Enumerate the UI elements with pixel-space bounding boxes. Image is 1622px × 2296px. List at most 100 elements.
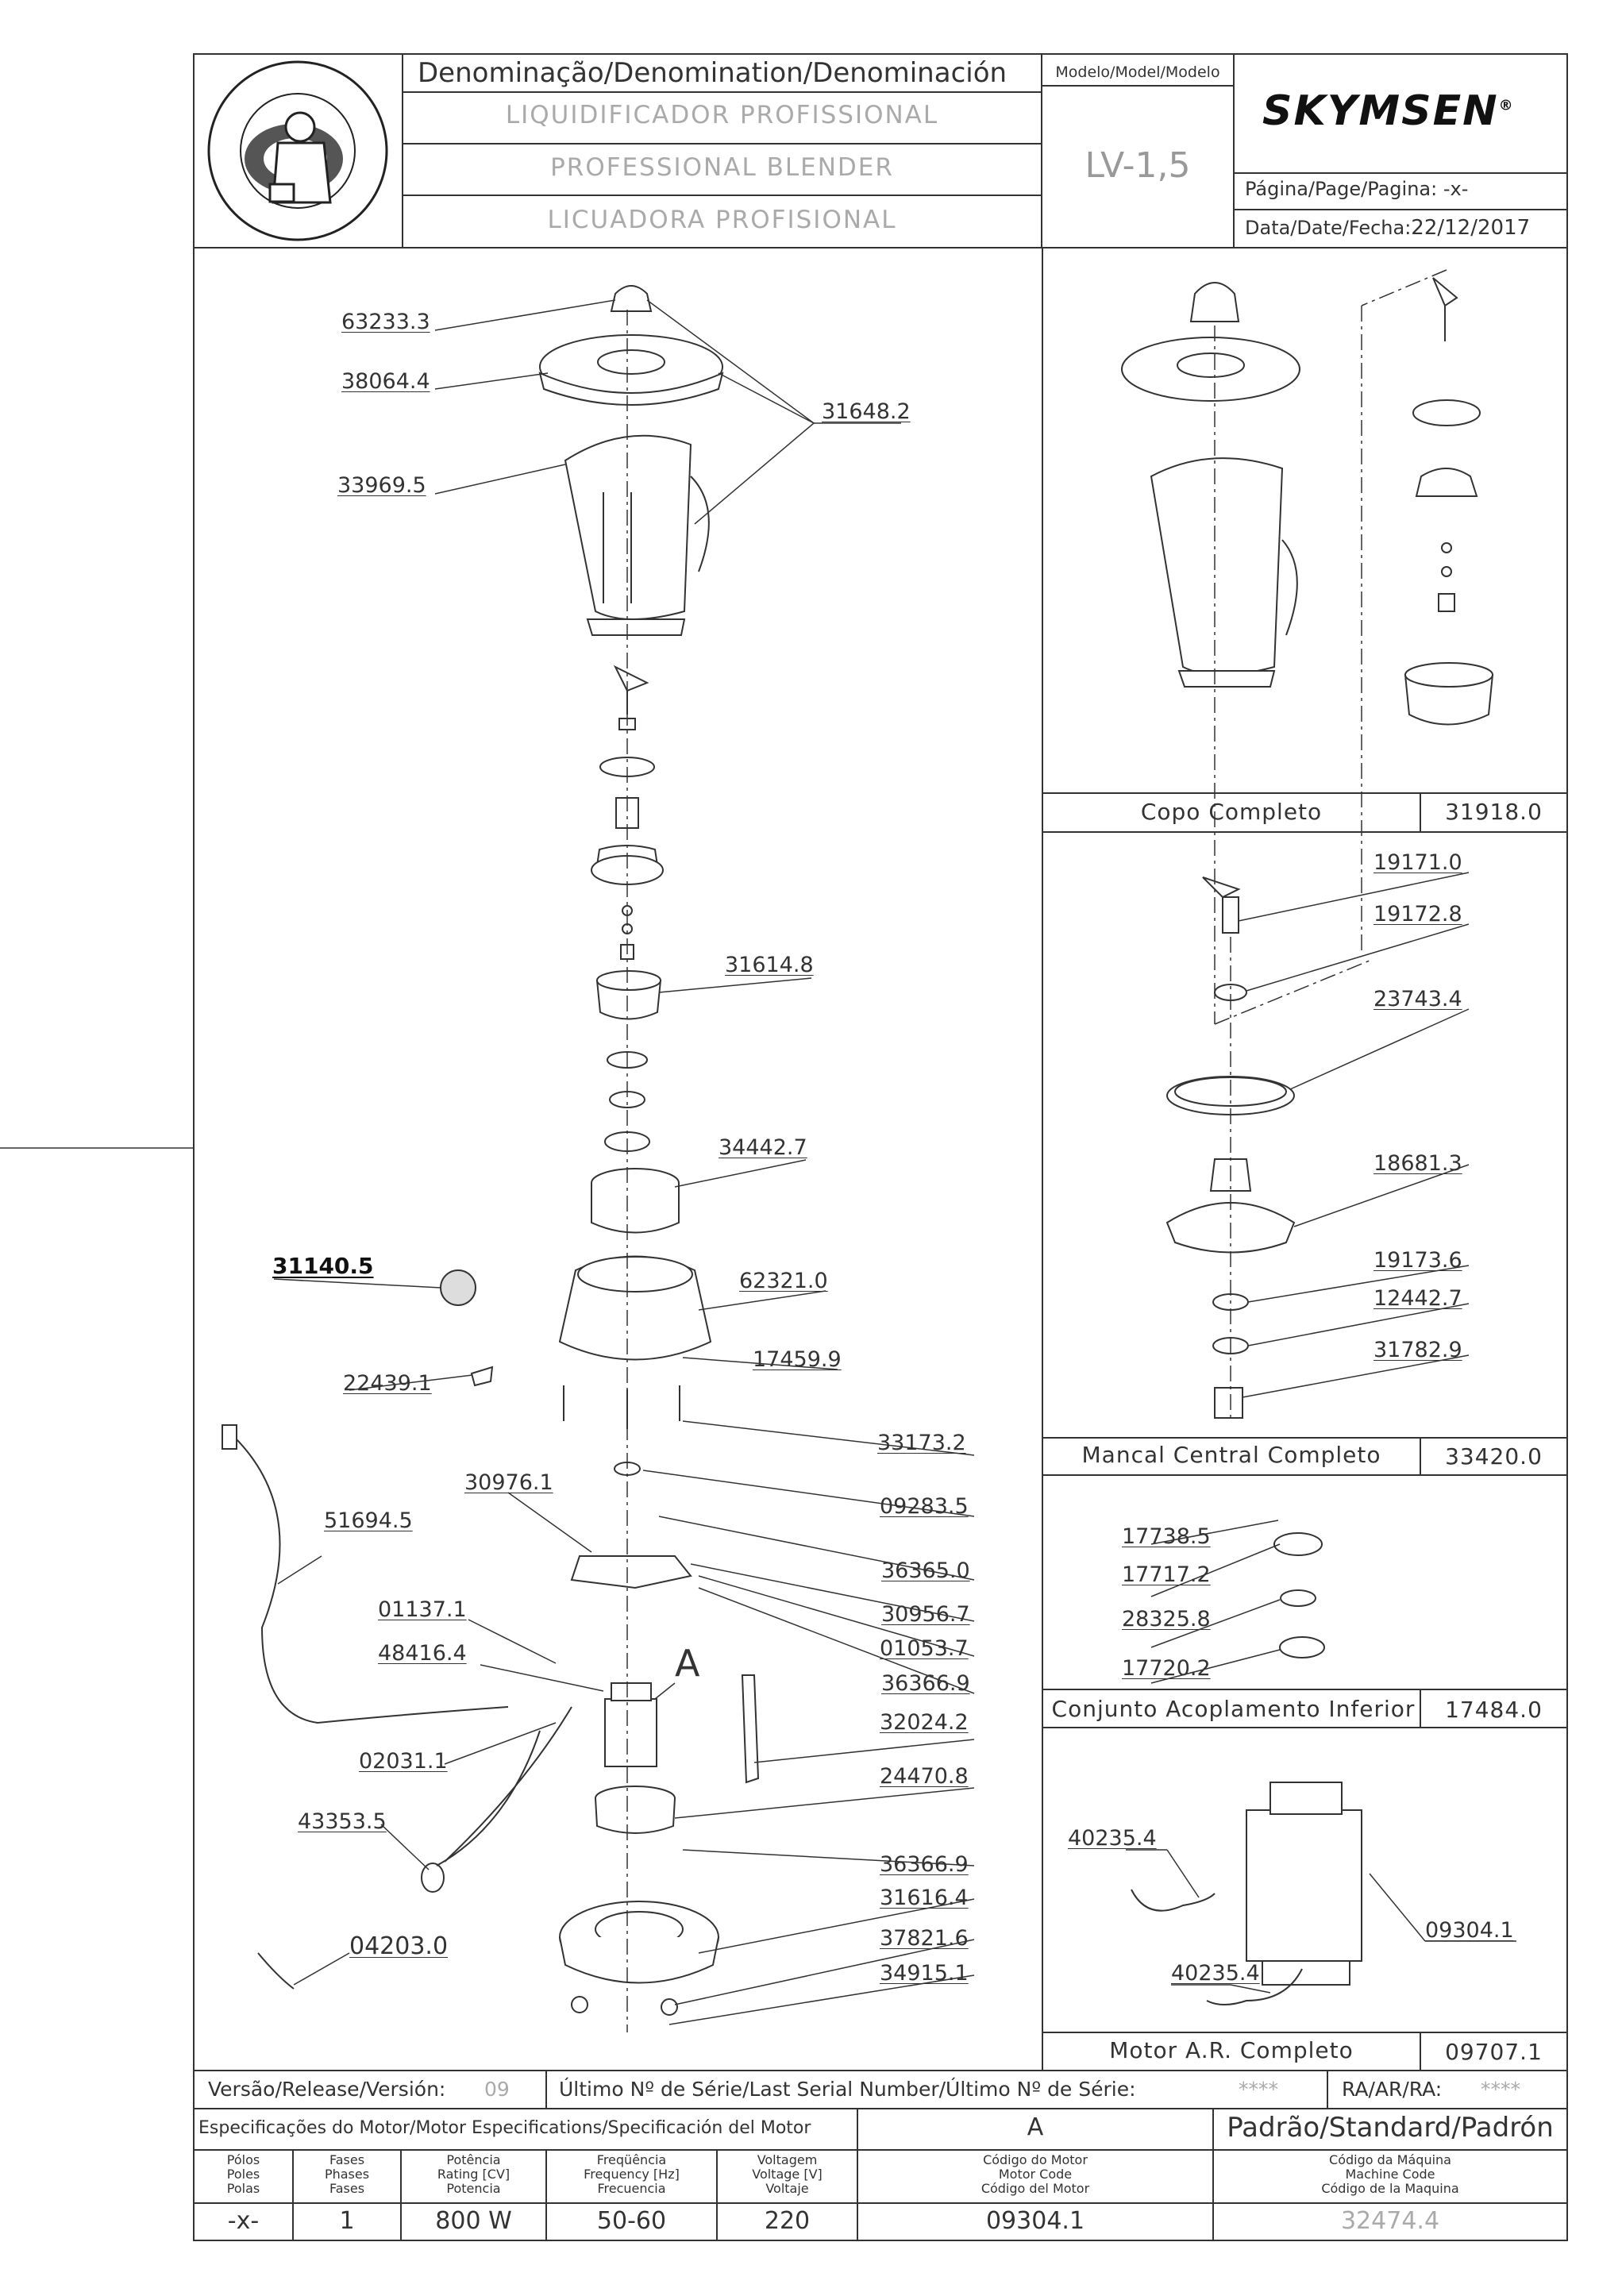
part-label: 28325.8 [1122, 1607, 1211, 1631]
assembly-code: 09707.1 [1445, 2039, 1543, 2065]
standard-label: Padrão/Standard/Padrón [1227, 2112, 1554, 2144]
spec-header-line: Código del Motor [981, 2181, 1090, 2196]
version-value: 09 [484, 2078, 510, 2101]
part-label: 38064.4 [341, 369, 430, 394]
name-portuguese: LIQUIDIFICADOR PROFISSIONAL [505, 101, 939, 129]
spec-header-line: Freqüência [596, 2152, 667, 2167]
spec-header-line: Motor Code [998, 2167, 1073, 2182]
center-axes [626, 269, 1447, 2032]
spec-header-line: Potencia [446, 2181, 501, 2196]
spec-value-phases: 1 [339, 2207, 355, 2235]
spec-header-line: Polas [226, 2181, 260, 2196]
part-label: 31140.5 [272, 1253, 374, 1279]
page-value: -x- [1443, 178, 1469, 200]
part-label: 48416.4 [378, 1641, 467, 1666]
part-label: 40235.4 [1068, 1826, 1157, 1851]
part-label: 09283.5 [880, 1494, 969, 1519]
date-label: Data/Date/Fecha: [1245, 217, 1412, 239]
part-label: 18681.3 [1373, 1151, 1462, 1176]
assembly-code: 31918.0 [1445, 799, 1543, 825]
spec-value-poles: -x- [227, 2207, 260, 2235]
sheet-frame [193, 53, 1568, 2241]
ra-value: **** [1481, 2078, 1520, 2101]
part-label: 31614.8 [725, 953, 814, 977]
motor-spec-label: Especificações do Motor/Motor Especifica… [198, 2118, 811, 2138]
part-label: 36366.9 [881, 1671, 970, 1696]
part-label: 04203.0 [349, 1932, 449, 1960]
part-label: 37821.6 [880, 1926, 969, 1951]
motor-spec-value: A [1027, 2113, 1044, 2141]
spec-header-line: Voltaje [765, 2181, 809, 2196]
part-label: 40235.4 [1171, 1961, 1260, 1986]
part-label: 23743.4 [1373, 987, 1462, 1011]
part-label: 31616.4 [880, 1886, 969, 1910]
leader-lines [273, 299, 1516, 2025]
name-spanish: LICUADORA PROFISIONAL [547, 206, 897, 234]
model-label: Modelo/Model/Modelo [1055, 64, 1220, 81]
page-field: Página/Page/Pagina: -x- [1245, 178, 1468, 200]
brand-logo: SKYMSEN® [1262, 87, 1515, 135]
version-label: Versão/Release/Versión: [208, 2078, 446, 2101]
part-label: 01053.7 [880, 1636, 969, 1661]
part-label: 19171.0 [1373, 850, 1462, 875]
spec-value-machine-code: 32474.4 [1340, 2207, 1440, 2235]
part-label: 30976.1 [464, 1470, 553, 1495]
spec-header-line: Potência [446, 2152, 501, 2167]
spec-value-motor-code: 09304.1 [985, 2207, 1085, 2235]
part-label: 36366.9 [880, 1852, 969, 1877]
serial-value: **** [1239, 2078, 1278, 2101]
part-label: 31782.9 [1373, 1338, 1462, 1362]
spec-header-line: Voltagem [757, 2152, 818, 2167]
part-label: 43353.5 [298, 1809, 387, 1834]
part-label: 34442.7 [719, 1135, 807, 1160]
part-label: 33173.2 [877, 1431, 966, 1455]
spec-value-rating: 800 W [435, 2207, 512, 2235]
name-english: PROFESSIONAL BLENDER [550, 153, 894, 182]
spec-header-line: Machine Code [1345, 2167, 1435, 2182]
part-label: 24470.8 [880, 1764, 969, 1789]
spec-header-line: Código de la Maquina [1321, 2181, 1459, 2196]
spec-header-line: Fases [329, 2152, 365, 2167]
spec-header-line: Fases [329, 2181, 365, 2196]
assembly-code: 17484.0 [1445, 1697, 1543, 1723]
assembly-name: Motor A.R. Completo [1109, 2037, 1354, 2063]
part-label: 34915.1 [880, 1961, 969, 1986]
authorized-technical-assistance-seal [207, 60, 388, 241]
assembly-name: Mancal Central Completo [1081, 1442, 1381, 1468]
spec-header-line: Rating [CV] [437, 2167, 510, 2182]
model-value: LV-1,5 [1085, 145, 1191, 186]
spec-header-line: Poles [226, 2167, 260, 2182]
part-label: 12442.7 [1373, 1286, 1462, 1311]
spec-header-line: Código da Máquina [1329, 2152, 1451, 2167]
part-label: 22439.1 [343, 1371, 432, 1396]
spec-header-line: Phases [324, 2167, 370, 2182]
assembly-name: Copo Completo [1140, 799, 1323, 825]
part-label: 63233.3 [341, 310, 430, 334]
part-label: 17459.9 [753, 1347, 842, 1372]
part-label: 17720.2 [1122, 1656, 1211, 1681]
assembly-sketches [1121, 277, 1494, 2005]
assembly-code: 33420.0 [1445, 1443, 1543, 1470]
part-label: 51694.5 [324, 1508, 413, 1533]
part-label: 17717.2 [1122, 1562, 1211, 1587]
spec-value-frequency: 50-60 [596, 2207, 667, 2235]
part-label: 33969.5 [337, 473, 426, 498]
part-label: 62321.0 [739, 1269, 828, 1293]
spec-header-line: Frecuencia [597, 2181, 666, 2196]
spec-header-line: Código do Motor [983, 2152, 1088, 2167]
spec-header-line: Frequency [Hz] [584, 2167, 680, 2182]
spec-value-voltage: 220 [764, 2207, 811, 2235]
part-label: 17738.5 [1122, 1524, 1211, 1549]
main-exploded-parts [222, 285, 760, 2016]
part-label: 01137.1 [378, 1597, 467, 1622]
page-label: Página/Page/Pagina: [1245, 178, 1438, 200]
date-field: Data/Date/Fecha:22/12/2017 [1245, 216, 1530, 240]
spec-header-line: Voltage [V] [752, 2167, 823, 2182]
assembly-name: Conjunto Acoplamento Inferior [1051, 1696, 1416, 1722]
motor-spec-marker: A [675, 1642, 700, 1685]
